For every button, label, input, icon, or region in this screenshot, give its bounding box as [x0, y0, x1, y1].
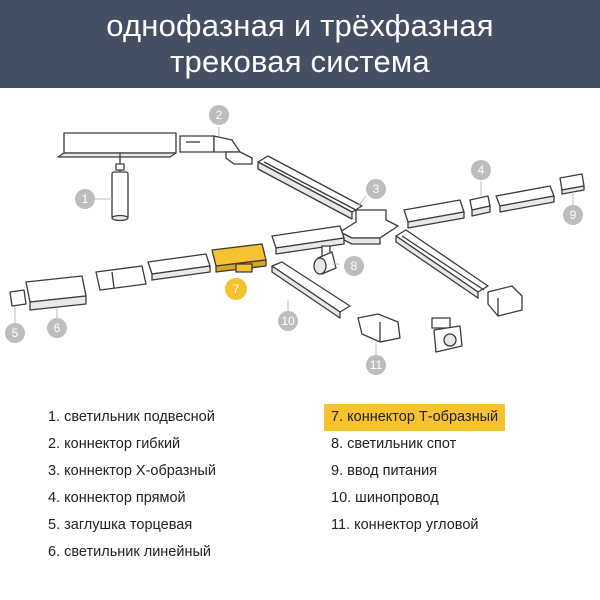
legend-item-7-highlighted: 7. коннектор Т-образный: [324, 404, 506, 431]
legend-item-8: 8. светильник спот: [331, 436, 457, 452]
angle-connector: [357, 313, 401, 343]
x-connector: [339, 209, 399, 245]
callout-6: 6: [47, 318, 67, 338]
callout-8-label: 8: [351, 259, 358, 273]
callout-9: 9: [563, 205, 583, 225]
callout-7: 7: [225, 278, 247, 300]
linear-light: [25, 275, 87, 311]
callout-8: 8: [344, 256, 364, 276]
spot-light: [313, 245, 337, 275]
legend-item-1: 1. светильник подвесной: [48, 409, 215, 425]
legend-item-9: 9. ввод питания: [331, 463, 438, 479]
track-rail-lower-right: [395, 229, 489, 299]
legend-item-6: 6. светильник линейный: [48, 544, 211, 560]
track-rail-lower: [271, 261, 351, 319]
legend-column-right: 7. коннектор Т-образный 8. светильник сп…: [324, 404, 506, 539]
callouts: 1 2 3 4 5 6 7 8: [5, 105, 583, 375]
track-system-diagram: 1 2 3 4 5 6 7 8: [5, 105, 585, 375]
legend-item-5: 5. заглушка торцевая: [48, 517, 193, 533]
track-rail-left: [147, 253, 211, 281]
legend-item-3: 3. коннектор Х-образный: [48, 463, 216, 479]
callout-5-label: 5: [12, 326, 19, 340]
callout-10-label: 10: [281, 314, 295, 328]
callout-4: 4: [471, 160, 491, 180]
callout-1-label: 1: [82, 192, 89, 206]
callout-9-label: 9: [570, 208, 577, 222]
legend-item-11: 11. коннектор угловой: [331, 517, 479, 533]
callout-2: 2: [209, 105, 229, 125]
spot-light-small: [431, 317, 463, 353]
callout-5: 5: [5, 323, 25, 343]
callout-7-label: 7: [233, 282, 240, 296]
legend-item-2: 2. коннектор гибкий: [48, 436, 181, 452]
track-rail-upper-left: [257, 155, 363, 220]
flexible-connector: [179, 135, 253, 165]
title-line-2: трековая система: [170, 44, 430, 79]
legend-item-4: 4. коннектор прямой: [48, 490, 186, 506]
track-rail-center: [271, 225, 345, 255]
t-connector: [211, 243, 267, 273]
legend: 1. светильник подвесной 2. коннектор гиб…: [0, 404, 600, 574]
callout-11: 11: [366, 355, 386, 375]
callout-6-label: 6: [54, 321, 61, 335]
title-line-1: однофазная и трёхфазная: [106, 8, 494, 43]
legend-column-left: 1. светильник подвесной 2. коннектор гиб…: [48, 404, 223, 566]
callout-3: 3: [366, 179, 386, 199]
callout-10: 10: [278, 311, 298, 331]
callout-1: 1: [75, 189, 95, 209]
track-connector-left: [95, 265, 147, 291]
callout-2-label: 2: [216, 108, 223, 122]
track-rail-right-upper: [403, 199, 465, 229]
callout-11-label: 11: [370, 358, 383, 372]
pendant-light: [57, 132, 177, 222]
callout-3-label: 3: [373, 182, 380, 196]
power-feed: [559, 173, 585, 195]
track-end-right: [487, 285, 523, 317]
legend-item-10: 10. шинопровод: [331, 490, 439, 506]
callout-4-label: 4: [478, 163, 485, 177]
track-rail-far-right: [495, 185, 555, 213]
end-cap: [9, 289, 27, 307]
title-banner: однофазная и трёхфазная трековая система: [0, 0, 600, 88]
straight-connector: [469, 195, 491, 217]
